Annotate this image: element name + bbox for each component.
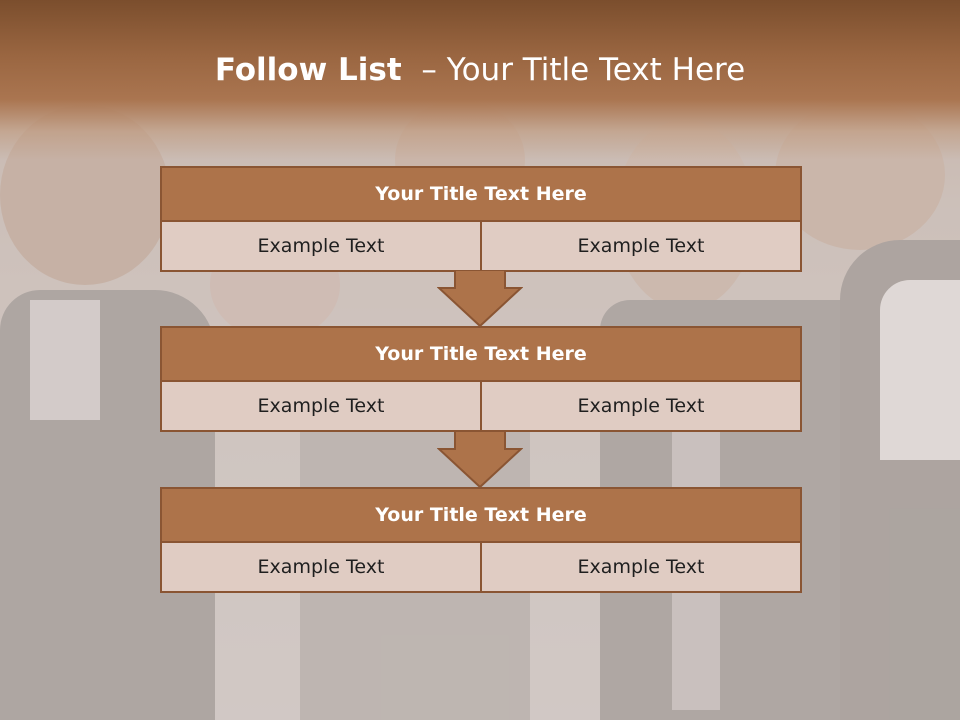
step-3-right-text: Example Text — [480, 543, 800, 591]
slide-title: Follow List – Your Title Text Here — [0, 52, 960, 88]
step-block-3: Your Title Text Here Example Text Exampl… — [160, 487, 802, 593]
step-row-3: Example Text Example Text — [160, 543, 802, 593]
title-rest-text: – Your Title Text Here — [421, 52, 746, 88]
step-row-2: Example Text Example Text — [160, 382, 802, 432]
title-band — [0, 0, 960, 160]
title-bold: Follow List — [214, 52, 402, 88]
step-title-3: Your Title Text Here — [160, 487, 802, 543]
step-2-left-text: Example Text — [162, 382, 480, 430]
title-rest: – Your Title Text Here — [402, 52, 745, 88]
step-1-right-text: Example Text — [480, 222, 800, 270]
step-2-right-text: Example Text — [480, 382, 800, 430]
step-3-left-text: Example Text — [162, 543, 480, 591]
down-arrow-icon-2 — [437, 431, 523, 489]
step-block-1: Your Title Text Here Example Text Exampl… — [160, 166, 802, 272]
step-title-1: Your Title Text Here — [160, 166, 802, 222]
step-1-left-text: Example Text — [162, 222, 480, 270]
down-arrow-icon-1 — [437, 270, 523, 328]
step-block-2: Your Title Text Here Example Text Exampl… — [160, 326, 802, 432]
step-title-2: Your Title Text Here — [160, 326, 802, 382]
step-row-1: Example Text Example Text — [160, 222, 802, 272]
